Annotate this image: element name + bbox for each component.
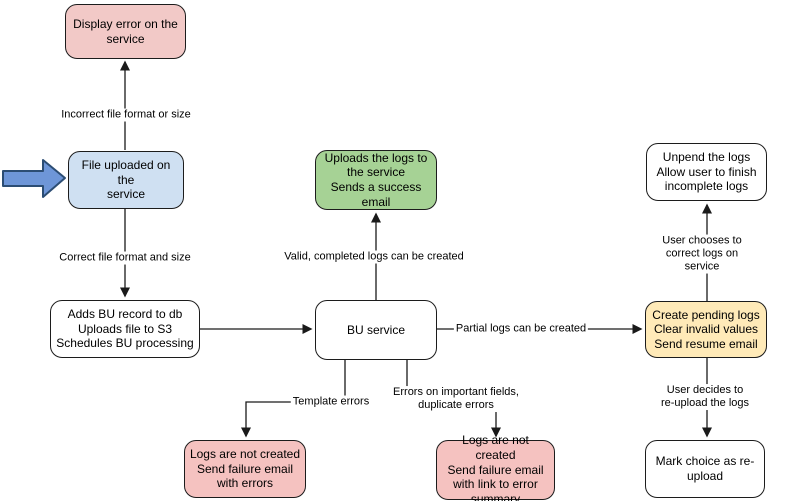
- edge-label-important-errors: Errors on important fields, duplicate er…: [391, 386, 521, 412]
- node-adds-bu-record: Adds BU record to db Uploads file to S3 …: [50, 300, 200, 358]
- node-failure-fields: Logs are not created Send failure email …: [436, 433, 555, 501]
- node-file-uploaded: File uploaded on the service: [68, 151, 184, 209]
- edge-label-valid-logs: Valid, completed logs can be created: [282, 250, 466, 264]
- edge-label-reupload: User decides to re-upload the logs: [657, 384, 753, 410]
- node-failure-template: Logs are not created Send failure email …: [184, 440, 306, 498]
- node-bu-service: BU service: [315, 300, 437, 360]
- node-unpend-logs: Unpend the logs Allow user to finish inc…: [646, 143, 767, 201]
- node-uploads-logs: Uploads the logs to the service Sends a …: [315, 150, 437, 210]
- edge-label-correct-format: Correct file format and size: [57, 251, 193, 265]
- node-create-pending-logs: Create pending logs Clear invalid values…: [645, 301, 767, 358]
- edge-label-partial-logs: Partial logs can be created: [453, 322, 589, 336]
- edge-label-incorrect-format: Incorrect file format or size: [59, 108, 193, 122]
- edge-label-template-errors: Template errors: [290, 395, 372, 409]
- node-mark-choice-reupload: Mark choice as re-upload: [645, 440, 765, 498]
- node-display-error: Display error on the service: [65, 4, 186, 59]
- entry-point-arrow-icon: [2, 159, 66, 198]
- edge-label-choose-correct: User chooses to correct logs on service: [652, 234, 752, 274]
